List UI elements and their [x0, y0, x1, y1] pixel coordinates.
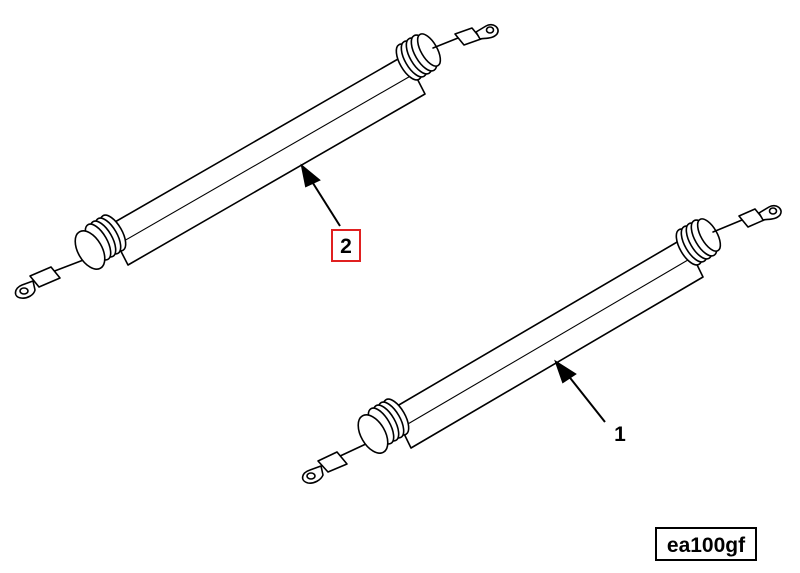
part-2-right-ring-hole	[485, 26, 495, 34]
part-1-left-threads	[357, 398, 410, 454]
part-1-tube-body	[391, 237, 704, 449]
part-2-left-ring-hole	[19, 287, 29, 295]
callout-1-leader	[554, 359, 606, 423]
part-1-left-end-face	[357, 414, 389, 454]
part-2-right-wire	[432, 37, 459, 49]
callout-2-leader	[300, 163, 341, 227]
part-2-assembly	[14, 23, 499, 299]
part-1-left-wire	[337, 442, 369, 458]
part-1-right-ring-hole	[768, 207, 778, 215]
part-2-left-tab	[29, 266, 61, 288]
reference-code-label: ea100gf	[667, 534, 746, 557]
part-2-right-threads	[395, 33, 442, 81]
part-1-left-ring-hole	[306, 472, 316, 480]
part-2-tube-highlight-line	[116, 73, 415, 246]
callout-1-label: 1	[614, 423, 626, 446]
part-1-right-threads	[675, 218, 722, 266]
callout-1-arrowhead	[554, 359, 577, 384]
part-2-left-wire	[51, 258, 87, 273]
part-2-left-end-face	[74, 230, 106, 270]
part-1-assembly	[301, 204, 782, 484]
part-1-right-wire	[712, 219, 743, 233]
reference-code-box	[655, 527, 757, 561]
part-2-left-threads	[74, 214, 127, 270]
part-2-tube-body	[107, 54, 426, 266]
part-1-left-tab	[317, 451, 348, 473]
part-1-tube-highlight-line	[400, 256, 694, 429]
callout-2-arrowhead	[300, 163, 321, 188]
callout-2-highlight-box	[331, 229, 361, 262]
callout-2-label: 2	[340, 235, 352, 258]
